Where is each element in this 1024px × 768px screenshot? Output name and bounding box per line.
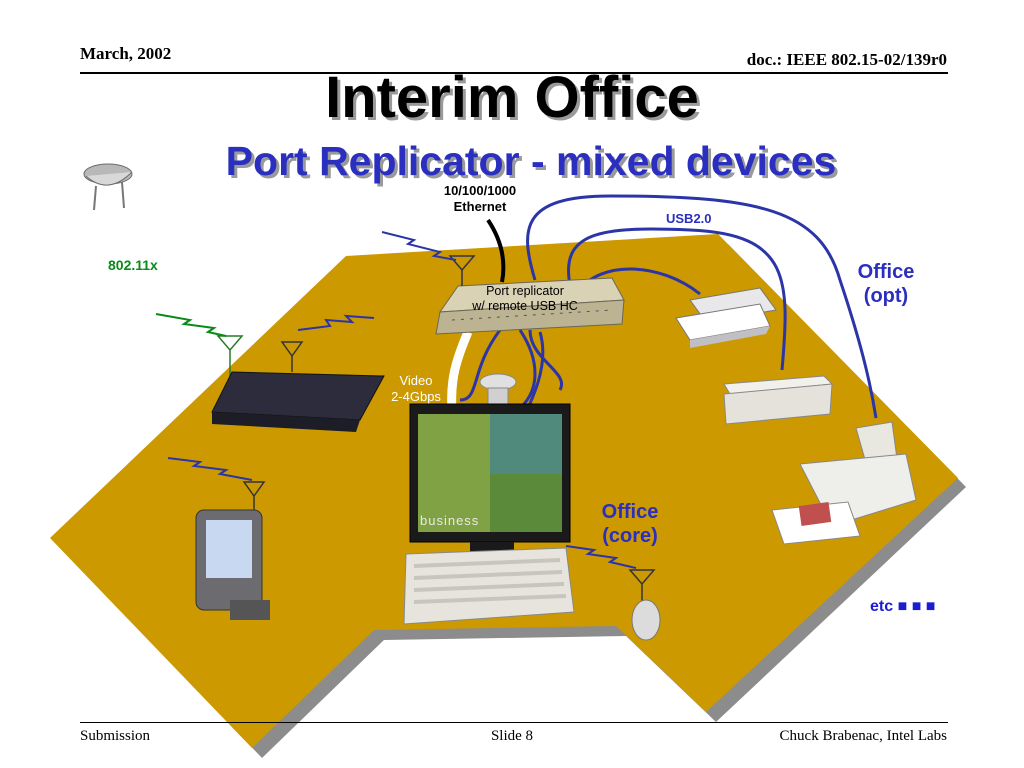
office-opt-label-line1: Office — [857, 261, 915, 283]
office-core-label-line1: Office — [601, 501, 659, 523]
wireless-link-icon — [565, 545, 637, 569]
port-replicator-icon — [435, 277, 625, 335]
pda-icon — [195, 509, 270, 620]
cd-drive-icon — [723, 375, 834, 425]
wireless-link-icon — [297, 314, 375, 331]
port-replicator-label-line1: Port replicator — [486, 284, 564, 298]
etc-text: etc — [870, 598, 894, 615]
camera-icon — [479, 373, 517, 405]
header-rule — [80, 72, 948, 74]
port-replicator-label-line2: w/ remote USB HC — [472, 299, 578, 313]
slide-subtitle: Port Replicator - mixed devices — [225, 138, 837, 184]
office-opt-label-line2: (opt) — [863, 285, 909, 307]
etc-bullets: ■ ■ ■ — [897, 598, 936, 615]
antenna-icon — [280, 341, 304, 372]
access-point-icon — [83, 163, 133, 211]
wireless-label: 802.11x — [108, 257, 158, 273]
ethernet-label-type: Ethernet — [453, 199, 507, 214]
slide-title: Interim Office — [325, 65, 699, 130]
wireless-link-icon — [155, 313, 227, 337]
etc-label: etc ■ ■ ■ — [870, 598, 935, 616]
ethernet-label: 10/100/1000 Ethernet — [430, 183, 530, 215]
wireless-link-icon — [381, 231, 457, 261]
printer-icon — [771, 421, 917, 545]
footer-slide-number: Slide 8 — [490, 728, 534, 744]
mouse-icon — [631, 599, 661, 641]
laptop-icon — [211, 371, 385, 432]
keyboard-icon — [403, 547, 575, 625]
antenna-icon — [628, 569, 656, 602]
footer-author: Chuck Brabenac, Intel Labs — [779, 728, 947, 744]
office-core-label-line2: (core) — [602, 525, 658, 547]
footer-submission: Submission — [80, 728, 151, 744]
video-label-line1: Video — [399, 373, 433, 388]
video-label: Video 2-4Gbps — [384, 373, 448, 405]
ethernet-label-speed: 10/100/1000 — [443, 183, 517, 198]
port-replicator-label: Port replicator w/ remote USB HC — [450, 284, 600, 314]
video-label-line2: 2-4Gbps — [391, 389, 441, 404]
monitor-screen-text: business — [420, 513, 480, 528]
ethernet-cable — [486, 218, 506, 283]
header-doc-id: doc.: IEEE 802.15-02/139r0 — [746, 50, 947, 69]
header-date: March, 2002 — [80, 44, 172, 63]
antenna-icon — [448, 255, 476, 286]
video-link — [447, 330, 473, 411]
footer-rule — [80, 722, 948, 723]
wireless-link-icon — [167, 457, 253, 481]
scanner-icon — [675, 287, 777, 348]
monitor-icon — [409, 403, 571, 556]
antenna-icon — [242, 481, 266, 512]
usb-label: USB2.0 — [666, 211, 712, 226]
office-core-label: Office (core) — [592, 500, 668, 548]
office-opt-label: Office (opt) — [848, 260, 924, 308]
